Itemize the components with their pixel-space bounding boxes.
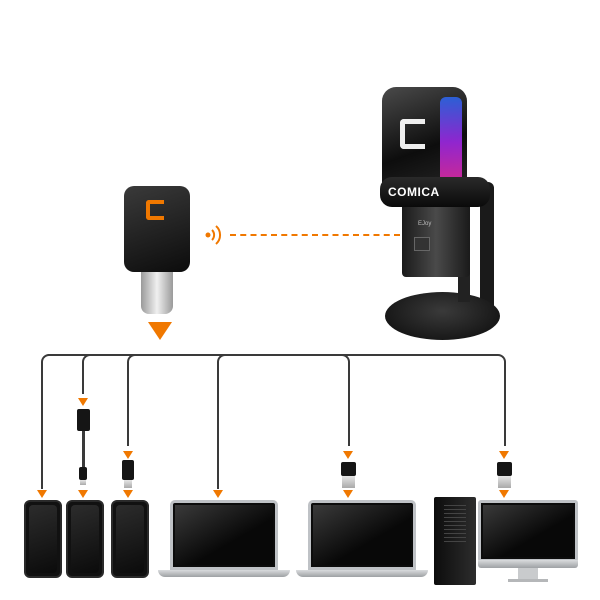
arrow-down-icon bbox=[343, 451, 353, 459]
arrow-down-icon bbox=[213, 490, 223, 498]
branch-line bbox=[127, 354, 137, 446]
wireless-signal-icon bbox=[200, 222, 226, 248]
branch-line bbox=[494, 354, 506, 446]
desktop-monitor bbox=[478, 500, 578, 585]
branch-line bbox=[82, 354, 92, 394]
wireless-link-dashed-line bbox=[230, 234, 400, 236]
laptop-device bbox=[296, 500, 428, 580]
branch-line bbox=[217, 354, 237, 489]
mic-arm bbox=[480, 182, 494, 312]
usb-c-plug bbox=[141, 266, 173, 314]
mic-model-label: EJoy bbox=[418, 221, 432, 227]
connection-bus bbox=[42, 354, 505, 494]
laptop-device bbox=[158, 500, 290, 580]
phone-device bbox=[111, 500, 149, 578]
arrow-down-icon bbox=[37, 490, 47, 498]
microphone: EJoy COMICA bbox=[380, 82, 505, 342]
lightning-connector bbox=[79, 467, 87, 480]
arrow-down-icon bbox=[78, 398, 88, 406]
receiver-body bbox=[124, 186, 190, 272]
wireless-receiver bbox=[124, 186, 190, 316]
mic-rgb-light bbox=[440, 97, 462, 187]
arrow-down-icon bbox=[499, 490, 509, 498]
arrow-down-icon bbox=[123, 451, 133, 459]
usb-a-plug bbox=[498, 476, 511, 488]
lightning-tip bbox=[80, 480, 86, 485]
usb-a-adapter bbox=[341, 462, 356, 476]
usb-c-adapter bbox=[122, 460, 134, 480]
arrow-down-icon bbox=[78, 490, 88, 498]
lightning-adapter bbox=[77, 409, 90, 431]
brand-logo: COMICA bbox=[388, 185, 440, 199]
usb-a-plug bbox=[342, 476, 355, 488]
comica-logo-icon bbox=[146, 200, 164, 220]
mic-body: EJoy bbox=[402, 197, 470, 277]
branch-line bbox=[41, 354, 51, 489]
arrow-down-icon bbox=[123, 490, 133, 498]
branch-line bbox=[338, 354, 350, 446]
mic-ring: COMICA bbox=[380, 177, 490, 207]
phone-device bbox=[66, 500, 104, 578]
arrow-down-icon bbox=[343, 490, 353, 498]
phone-device bbox=[24, 500, 62, 578]
usb-a-adapter bbox=[497, 462, 512, 476]
arrow-down-icon bbox=[499, 451, 509, 459]
arrow-down-icon bbox=[148, 322, 172, 340]
mic-base bbox=[385, 292, 500, 340]
desktop-tower bbox=[434, 497, 476, 585]
adapter-tip bbox=[124, 480, 132, 488]
mic-display bbox=[414, 237, 430, 251]
adapter-cable bbox=[82, 431, 85, 467]
comica-logo-icon bbox=[400, 119, 425, 149]
